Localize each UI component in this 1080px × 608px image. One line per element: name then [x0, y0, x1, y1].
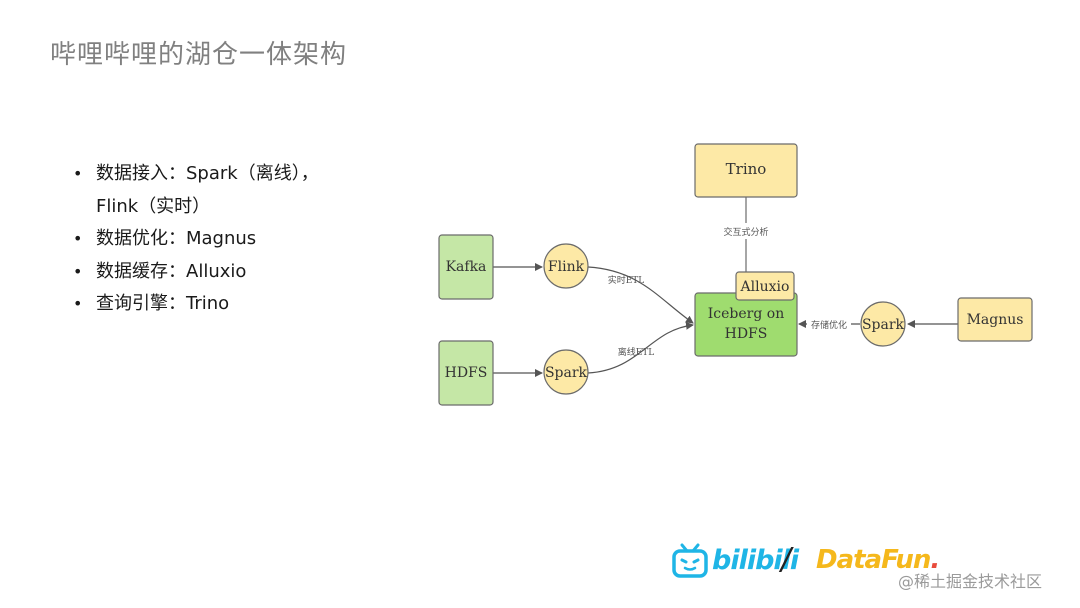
node-trino [694, 143, 798, 198]
node-hdfs [438, 340, 494, 406]
node-flink [543, 243, 589, 289]
node-kafka [438, 234, 494, 300]
bullet-item: 数据接入：Spark（离线）， [70, 158, 340, 191]
node-kafka-label: Kafka [446, 259, 487, 275]
edge-spark-iceberg [587, 321, 694, 374]
node-iceberg [694, 292, 798, 357]
edge-flink-iceberg [587, 266, 694, 324]
edge-label-storage-opt: 存储优化 [811, 319, 847, 331]
bullet-item: 数据优化：Magnus [70, 223, 340, 256]
node-magnus-label: Magnus [967, 312, 1024, 328]
node-iceberg-label-1: Iceberg on [708, 306, 784, 322]
edge-label-interactive: 交互式分析 [723, 226, 768, 238]
node-hdfs-label: HDFS [445, 365, 488, 381]
node-spark-right-label: Spark [862, 317, 905, 333]
bullet-list: 数据接入：Spark（离线）， Flink（实时） 数据优化：Magnus 数据… [70, 158, 340, 321]
edge-label-realtime: 实时ETL [608, 274, 645, 286]
node-magnus [957, 297, 1033, 342]
bullet-item: 查询引擎：Trino [70, 288, 340, 321]
node-spark-right [860, 301, 906, 347]
watermark: @稀土掘金技术社区 [898, 572, 1043, 591]
bilibili-logo-text: bilibili [712, 545, 799, 576]
bullet-item-continuation: Flink（实时） [96, 195, 211, 217]
node-spark-left [543, 349, 589, 395]
node-iceberg-label-2: HDFS [725, 326, 768, 342]
bullet-item: 数据缓存：Alluxio [70, 256, 340, 289]
edge-label-offline: 离线ETL [618, 346, 655, 358]
node-alluxio-label: Alluxio [740, 279, 790, 295]
datafun-logo: DataFun. [816, 545, 940, 575]
node-flink-label: Flink [548, 259, 585, 275]
node-spark-left-label: Spark [545, 365, 588, 381]
node-trino-label: Trino [726, 160, 767, 178]
logo-separator: / [781, 542, 792, 577]
slide-title: 哔哩哔哩的湖仓一体架构 [50, 40, 348, 70]
node-alluxio [735, 271, 795, 301]
bilibili-tv-icon [672, 543, 708, 578]
